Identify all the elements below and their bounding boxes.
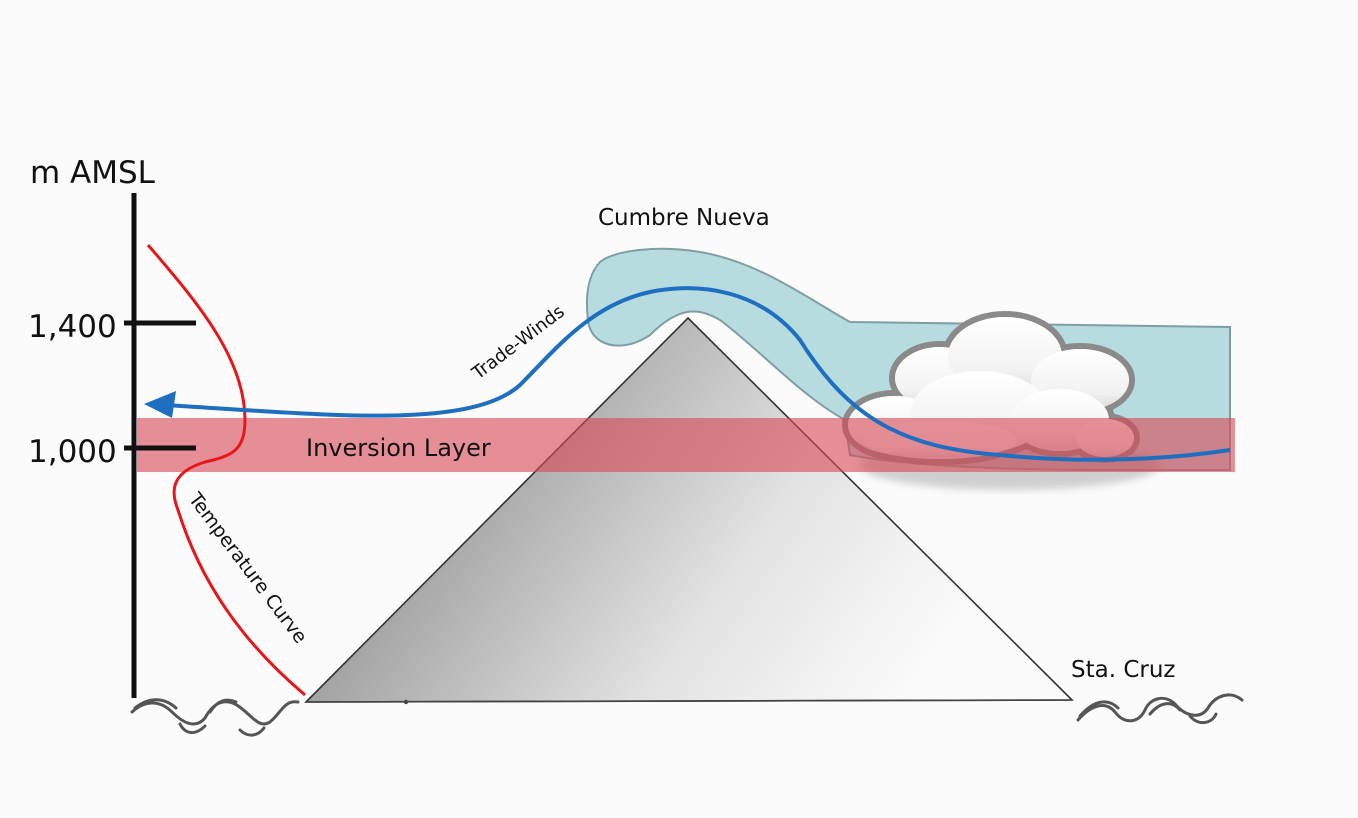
mountain xyxy=(304,316,1074,705)
sta-cruz-label: Sta. Cruz xyxy=(1071,657,1176,683)
altitude-axis xyxy=(124,193,196,698)
inversion-layer-label: Inversion Layer xyxy=(306,434,491,462)
tick-label-1000: 1,000 xyxy=(28,434,117,470)
arrowhead-icon xyxy=(144,391,176,418)
ocean-wave-icon xyxy=(130,698,300,737)
inversion-layer-band xyxy=(137,418,1235,472)
temperature-curve xyxy=(146,244,306,697)
cumbre-nueva-label: Cumbre Nueva xyxy=(598,205,770,231)
ocean-wave-icon xyxy=(1076,693,1244,724)
trade-winds-path xyxy=(144,286,1231,462)
trade-winds-label: Trade-Winds xyxy=(468,301,569,384)
tick-label-1400: 1,400 xyxy=(28,309,117,345)
axis-unit-label: m AMSL xyxy=(30,155,156,191)
